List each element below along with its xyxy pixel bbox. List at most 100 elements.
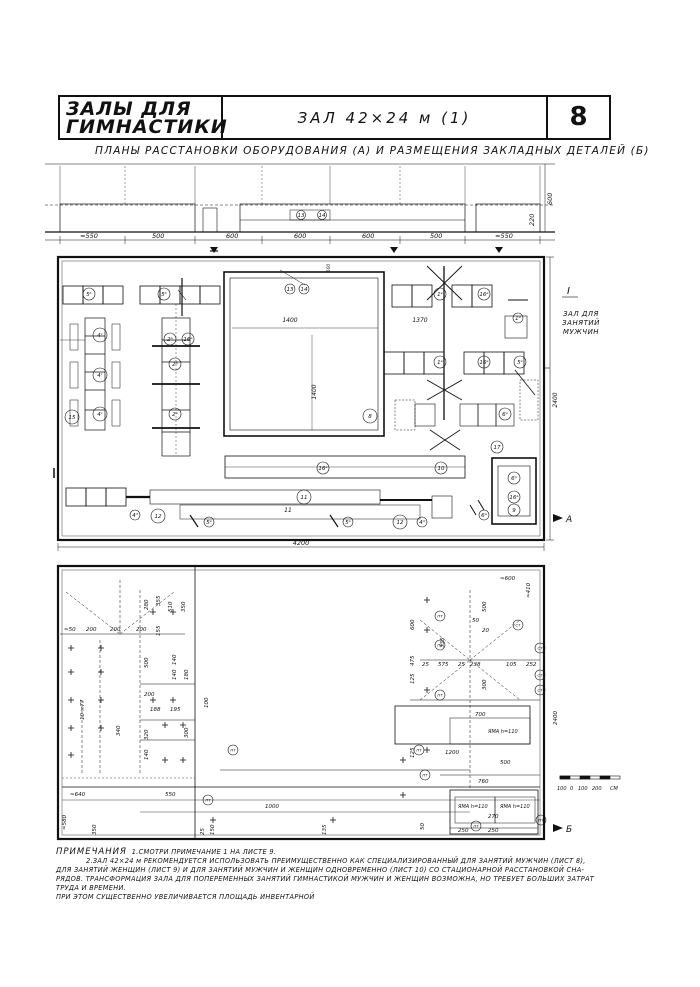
dim-b-l-6: 355 <box>156 595 162 606</box>
anchor-st-3: СТ <box>538 673 544 678</box>
dim-b-r-17: 250 <box>458 828 469 834</box>
dim-top-small: 600 <box>326 264 332 273</box>
dim-b-l-17: 320 <box>144 729 150 740</box>
sheet-subtitle: ПЛАНЫ РАССТАНОВКИ ОБОРУДОВАНИЯ (А) И РАЗ… <box>95 145 650 157</box>
dim-b-l-14: 188 <box>150 707 161 713</box>
elev-mark-14: 14 <box>319 213 326 219</box>
eq-8: 8 <box>368 414 372 420</box>
note-2-line-d: ПРИ ЭТОМ СУЩЕСТВЕННО УВЕЛИЧИВАЕТСЯ ПЛОЩА… <box>56 893 315 901</box>
dim-b-b-7: 135 <box>322 824 328 835</box>
dim-b-l-18: 300 <box>184 727 190 738</box>
dim-b-l-1: 200 <box>86 627 97 633</box>
dim-b-r-24: 600 <box>410 619 416 630</box>
dim-b-b-1: 550 <box>165 792 176 798</box>
elev-dim-1: ≈550 <box>80 232 98 240</box>
dim-b-r-3: 700 <box>475 712 486 718</box>
dim-b-l-21: 10 ×77 <box>80 699 86 720</box>
note-1: 1.СМОТРИ ПРИМЕЧАНИЕ 1 НА ЛИСТЕ 9. <box>131 848 277 856</box>
dim-b-r-9: 238 <box>470 662 481 668</box>
dim-b-r-4: 50 <box>472 618 479 624</box>
dim-b-b-4: ≈580 <box>62 814 68 830</box>
eq-12-2: 12 <box>397 520 404 526</box>
dim-b-r-12: 500 <box>482 601 488 612</box>
dim-b-l-4: 155 <box>156 625 162 636</box>
eq-5a-2: 5ᵃ <box>345 520 351 526</box>
side-label-1: ЗАЛ ДЛЯ <box>563 310 599 318</box>
anchor-pt-5: ПТ <box>205 798 211 803</box>
dim-b-r-18: 270 <box>488 814 499 820</box>
eq-4c-1: 4ᶜ <box>97 333 103 339</box>
eq-13: 13 <box>287 287 294 293</box>
dim-b-l-9: 500 <box>144 657 150 668</box>
anchor-pt-3: ПТ <box>437 693 443 698</box>
scale-100: 100 <box>578 786 588 792</box>
elevation-view: ≈550 500 600 600 600 500 ≈550 600 220 13… <box>45 163 555 244</box>
eq-12-1: 12 <box>155 514 162 520</box>
dim-right-w: 1370 <box>412 317 427 324</box>
dim-b-r-15: 760 <box>478 779 489 785</box>
dim-b-r-2: 335 <box>440 637 446 648</box>
eq-2a-1: 2ᵃ <box>167 337 173 343</box>
dim-b-r-11: 252 <box>526 662 537 668</box>
anchor-pt-7: ПТ <box>422 773 428 778</box>
side-label-2: ЗАНЯТИЙ <box>562 319 600 327</box>
dim-b-r-21: 125 <box>410 673 416 684</box>
eq-11: 11 <box>301 495 308 501</box>
anchor-pt-8: ПТ <box>538 818 544 823</box>
dim-b-r-20: 2400 <box>553 711 559 725</box>
anchor-pt-4: ПТ <box>230 748 236 753</box>
dim-b-l-10: 140 <box>172 654 178 665</box>
sheet-number-cell: 8 <box>548 97 609 138</box>
eq-4d-2: 4ᵈ <box>419 519 425 526</box>
eq-6a-tramp: 6ᵃ <box>511 476 517 482</box>
dim-b-l-15: 195 <box>170 707 181 713</box>
hall-cell: ЗАЛ 42×24 м (1) <box>223 97 548 138</box>
elev-mark-13: 13 <box>298 213 305 219</box>
dim-b-r-16: 500 <box>500 760 511 766</box>
eq-1a: 1ᵃ <box>515 316 521 322</box>
elev-height-2: 220 <box>528 214 536 226</box>
notes-heading: ПРИМЕЧАНИЯ <box>56 847 127 857</box>
eq-10: 10 <box>438 466 445 472</box>
scale-100-left: 100 <box>557 786 567 792</box>
eq-9: 9 <box>512 508 516 514</box>
dim-b-r-23: 475 <box>410 655 416 666</box>
dim-b-b-0: ≈640 <box>70 792 86 798</box>
eq-6a-r: 6ᵃ <box>502 412 508 418</box>
dim-b-r-7: 575 <box>438 662 449 668</box>
dim-b-b-5: 25 <box>200 828 206 835</box>
eq-4d-1: 4ᵈ <box>132 512 138 519</box>
eq-2a-3: 2ᵃ <box>172 412 178 418</box>
eq-1e-1: 1ᵉ <box>437 292 443 298</box>
eq-5k-2: 5ᵏ <box>161 291 167 298</box>
dim-total-width: 4200 <box>293 539 310 547</box>
anchor-pt-6: ПТ <box>416 748 422 753</box>
eq-16e-2: 16ᵉ <box>479 360 489 366</box>
scale-0: 0 <box>570 786 573 792</box>
elev-height-1: 600 <box>546 193 554 205</box>
title-block: ЗАЛЫ ДЛЯ ГИМНАСТИКИ ЗАЛ 42×24 м (1) 8 <box>58 95 611 140</box>
dim-b-l-12: 180 <box>184 669 190 680</box>
dim-b-l-7: 510 <box>168 601 174 612</box>
anchor-pt-1: ПТ <box>437 614 443 619</box>
dim-b-b-8: 50 <box>420 823 426 830</box>
eq-1e-2: 1ᵉ <box>437 360 443 366</box>
dim-b-l-16: 340 <box>116 725 122 736</box>
title-cell: ЗАЛЫ ДЛЯ ГИМНАСТИКИ <box>60 97 227 138</box>
hall-size: ЗАЛ 42×24 м (1) <box>297 109 472 127</box>
dim-b-r-13: 300 <box>482 679 488 690</box>
title-line-2: ГИМНАСТИКИ <box>66 116 228 138</box>
dim-b-r-22: 125 <box>410 747 416 758</box>
eq-16a-tramp: 16ᵃ <box>509 495 518 501</box>
dim-mid: 11 <box>284 507 292 514</box>
eq-15: 15 <box>69 415 76 421</box>
dim-b-r-1: ≈410 <box>526 582 532 598</box>
dim-b-b-3: 350 <box>92 824 98 835</box>
dim-carpet-h: 1400 <box>311 384 318 399</box>
anchor-st-1: СТ <box>516 623 522 628</box>
dim-b-l-5: 280 <box>144 599 150 610</box>
eq-4c-2: 4ᶜ <box>97 373 103 379</box>
plan-b: ПТ ПТ ПТ СТ СТ СТ СТ ПТ ПТ ПТ ПТ ПТ ПТ Я… <box>56 564 621 841</box>
dim-b-r-5: 20 <box>482 628 489 634</box>
